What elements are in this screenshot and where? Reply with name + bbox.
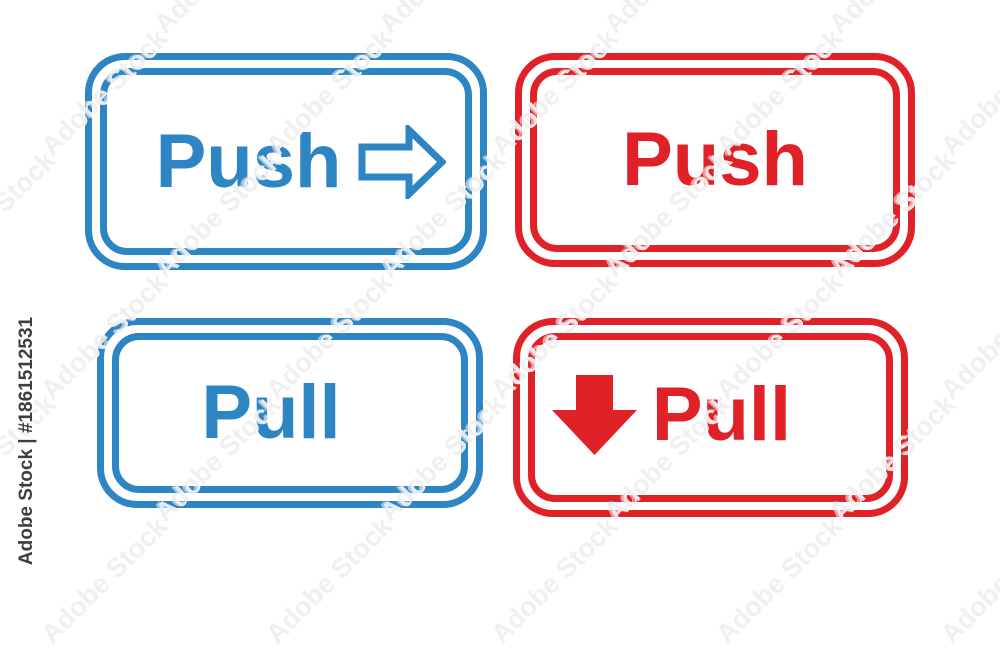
watermark-attribution: Adobe Stock | #1861512531 [16,316,37,566]
push-sign-red-face: Push [530,68,900,252]
watermark-tile: Adobe Stock [0,0,62,40]
pull-sign-red: Pull [513,318,908,517]
push-sign-blue: Push [85,53,487,270]
arrow-down-icon [551,374,637,455]
watermark-tile: Adobe Stock [935,23,1000,162]
arrow-right-icon [358,124,447,199]
pull-label-blue: Pull [201,370,341,455]
watermark-tile: Adobe Stock [598,0,737,40]
watermark-tile: Adobe Stock [148,0,287,40]
pull-sign-red-face: Pull [528,333,893,502]
pull-sign-blue-face: Pull [112,333,468,493]
watermark-tile: Adobe Stock [0,389,62,528]
watermark-tile: Adobe Stock [0,145,62,284]
watermark-tile: Adobe Stock [823,0,962,40]
watermark-tile: Adobe Stock [710,511,849,650]
watermark-tile: Adobe Stock [935,267,1000,406]
watermark-tile: Adobe Stock [35,511,174,650]
push-sign-red: Push [515,53,915,267]
push-label-red: Push [622,117,808,202]
watermark-tile: Adobe Stock [373,0,512,40]
pull-sign-blue: Pull [97,318,483,508]
push-label-blue: Push [155,118,342,204]
watermark-tile: Adobe Stock [485,511,624,650]
push-sign-blue-face: Push [100,68,472,255]
pull-label-red: Pull [651,371,792,457]
watermark-tile: Adobe Stock [260,511,399,650]
watermark-tile: Adobe Stock [935,511,1000,650]
